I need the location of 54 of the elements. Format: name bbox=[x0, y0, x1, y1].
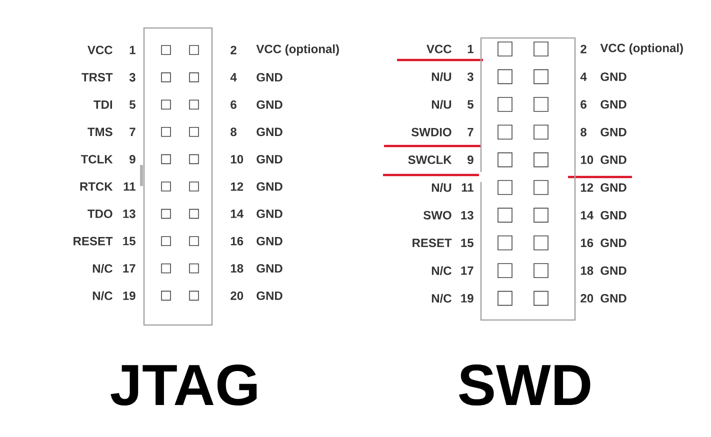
pin-number: 20 bbox=[230, 291, 244, 300]
pin-name: SWDIO bbox=[412, 128, 452, 136]
pin-name: N/C bbox=[432, 294, 452, 303]
connector-caption: SWD bbox=[459, 364, 590, 406]
pin-name: RTCK bbox=[80, 182, 113, 191]
pin-name: VCC (optional) bbox=[256, 44, 339, 56]
pin-name: N/C bbox=[92, 291, 112, 300]
pin-name: N/U bbox=[432, 72, 452, 82]
pin-name: GND bbox=[600, 156, 626, 164]
pin-header bbox=[479, 37, 576, 321]
connector-caption: JTAG bbox=[110, 364, 257, 406]
pin-name: N/C bbox=[432, 266, 452, 276]
pin-name: N/U bbox=[432, 100, 452, 109]
pin-name: TCLK bbox=[80, 154, 113, 164]
pin-name: GND bbox=[256, 154, 282, 164]
pin-name: GND bbox=[256, 128, 282, 136]
pin-name: TRST bbox=[82, 73, 113, 82]
pin-name: GND bbox=[600, 100, 626, 109]
pin-number: 14 bbox=[230, 210, 244, 218]
pin-name: GND bbox=[256, 236, 282, 246]
pin-name: GND bbox=[600, 128, 626, 136]
pin-name: GND bbox=[256, 100, 282, 109]
pin-name: VCC bbox=[88, 46, 112, 54]
pin-name: N/U bbox=[432, 183, 452, 192]
pin-name: N/C bbox=[92, 264, 112, 273]
pin-name: GND bbox=[256, 73, 282, 82]
pin-number: 18 bbox=[230, 264, 244, 273]
pin-name: SWO bbox=[424, 210, 452, 220]
pin-name: GND bbox=[256, 210, 282, 218]
pin-header bbox=[140, 27, 213, 326]
pin-name: GND bbox=[600, 294, 626, 303]
pin-number: 12 bbox=[230, 182, 244, 191]
pin-name: SWCLK bbox=[408, 156, 452, 164]
pin-number: 16 bbox=[230, 236, 244, 246]
pin-name: GND bbox=[600, 238, 626, 248]
pin-number: 6 bbox=[230, 100, 236, 109]
pin-name: GND bbox=[600, 72, 626, 81]
pin-name: RESET bbox=[412, 238, 452, 248]
pin-number: 10 bbox=[230, 154, 244, 164]
pin-name: GND bbox=[600, 266, 626, 275]
pin-name: VCC (optional) bbox=[600, 43, 683, 55]
pin-name: GND bbox=[600, 183, 626, 192]
pin-name: GND bbox=[256, 264, 282, 273]
pin-number: 8 bbox=[230, 128, 236, 136]
pin-name: GND bbox=[256, 182, 282, 191]
pin-number: 2 bbox=[230, 46, 236, 54]
pin-name: RESET bbox=[74, 236, 113, 246]
pin-name: GND bbox=[256, 291, 282, 300]
pin-name: VCC bbox=[426, 44, 452, 54]
pin-number: 4 bbox=[230, 73, 237, 82]
pin-name: TDI bbox=[94, 100, 112, 109]
pin-name: TDO bbox=[88, 210, 112, 218]
pin-name: TMS bbox=[88, 128, 112, 136]
pin-name: GND bbox=[600, 210, 626, 220]
